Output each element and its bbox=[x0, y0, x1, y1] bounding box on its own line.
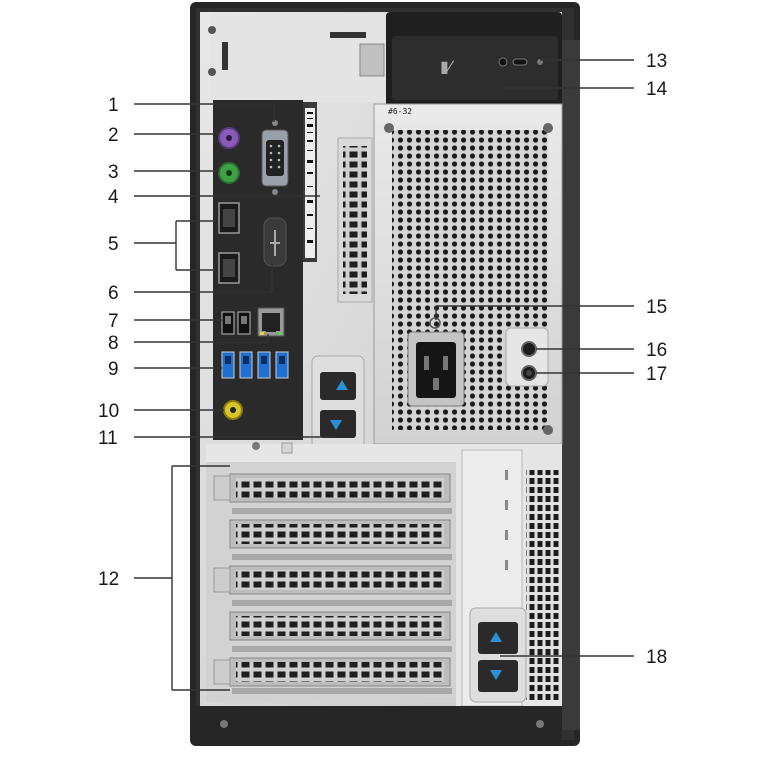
screw-icon bbox=[220, 720, 228, 728]
lock-bracket[interactable]: ▮⁄ bbox=[386, 12, 562, 108]
callout-15: 15 bbox=[646, 297, 667, 318]
displayport-upper[interactable] bbox=[218, 202, 240, 234]
ps2-keyboard-port[interactable] bbox=[218, 127, 240, 149]
displayport-lower[interactable] bbox=[218, 252, 240, 284]
arrow-down-icon bbox=[490, 670, 502, 680]
callout-16: 16 bbox=[646, 340, 667, 361]
side-cover-latch[interactable] bbox=[469, 607, 527, 703]
ethernet-port[interactable] bbox=[257, 307, 285, 337]
padlock-icon: ▮⁄ bbox=[440, 57, 455, 76]
callout-9: 9 bbox=[108, 359, 119, 380]
top-panel bbox=[208, 14, 390, 102]
callout-3: 3 bbox=[108, 162, 119, 183]
callout-2: 2 bbox=[108, 125, 119, 146]
expansion-slot[interactable] bbox=[213, 473, 451, 503]
callout-4: 4 bbox=[108, 187, 119, 208]
power-supply-unit: #6-32 bbox=[373, 103, 563, 445]
chassis-base bbox=[196, 706, 562, 740]
callout-7: 7 bbox=[108, 311, 119, 332]
ps2-mouse-port[interactable] bbox=[218, 162, 240, 184]
callout-18: 18 bbox=[646, 647, 667, 668]
usb3-ports[interactable] bbox=[221, 351, 289, 379]
io-latch[interactable]: ♁ bbox=[311, 355, 365, 449]
callout-6: 6 bbox=[108, 283, 119, 304]
callout-1: 1 bbox=[108, 95, 119, 116]
screw-icon bbox=[208, 26, 216, 34]
arrow-up-icon bbox=[490, 632, 502, 642]
kensington-lock-icon bbox=[512, 58, 528, 66]
callout-leaders bbox=[134, 59, 634, 691]
power-connector-port[interactable] bbox=[407, 317, 465, 407]
callout-8: 8 bbox=[108, 333, 119, 354]
callout-10: 10 bbox=[98, 401, 119, 422]
serial-port[interactable] bbox=[261, 120, 289, 195]
psu-diagnostic-area bbox=[505, 327, 549, 387]
callout-labels: 1 2 3 4 5 6 7 8 9 10 11 12 13 14 15 16 1… bbox=[98, 51, 668, 668]
callout-14: 14 bbox=[646, 79, 668, 100]
arrow-up-icon bbox=[336, 380, 348, 390]
callout-12: 12 bbox=[98, 569, 119, 590]
expansion-slot[interactable] bbox=[213, 657, 451, 687]
screw-icon bbox=[208, 68, 216, 76]
expansion-slot[interactable] bbox=[229, 519, 451, 549]
callout-5: 5 bbox=[108, 234, 119, 255]
callout-17: 17 bbox=[646, 364, 667, 385]
expansion-slot[interactable] bbox=[229, 611, 451, 641]
unlock-icon: ♁ bbox=[350, 382, 355, 389]
expansion-slot[interactable] bbox=[213, 565, 451, 595]
optional-io-slot[interactable] bbox=[263, 217, 287, 267]
mid-panel bbox=[206, 442, 456, 462]
expansion-slots[interactable] bbox=[206, 462, 456, 702]
psu-screw-label: #6-32 bbox=[388, 107, 412, 116]
callout-13: 13 bbox=[646, 51, 667, 72]
psu-diagnostic-button[interactable] bbox=[521, 341, 537, 357]
callout-11: 11 bbox=[98, 428, 118, 449]
power-plug-icon bbox=[429, 317, 441, 329]
line-out-port[interactable]: ♫ bbox=[223, 394, 243, 420]
arrow-down-icon bbox=[330, 420, 342, 430]
usb2-ports[interactable] bbox=[221, 311, 251, 335]
screw-icon bbox=[536, 720, 544, 728]
psu-diagnostic-light bbox=[521, 365, 537, 381]
small-expansion-vent bbox=[337, 137, 373, 303]
headphone-icon: ♫ bbox=[226, 394, 231, 401]
